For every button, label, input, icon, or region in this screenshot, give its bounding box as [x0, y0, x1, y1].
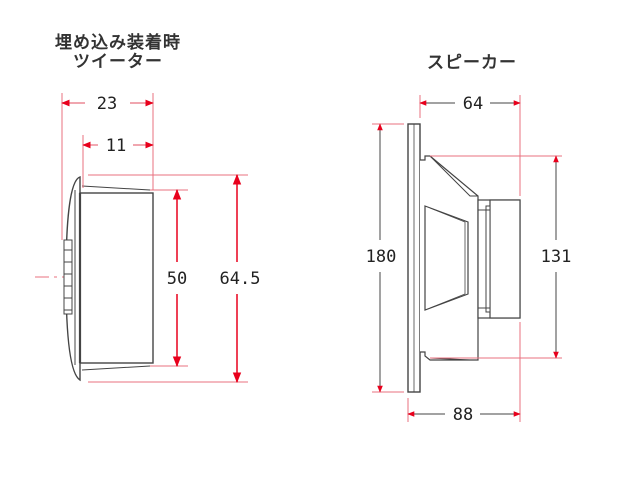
dim-speaker-top-depth: 64: [463, 94, 483, 114]
dim-speaker-height: 180: [366, 247, 397, 267]
tweeter-body: [79, 192, 154, 364]
dim-speaker-inner-height: 131: [541, 247, 572, 267]
tweeter-extension-lines: [61, 93, 248, 383]
dim-tweeter-inner-depth: 11: [106, 136, 126, 156]
dim-tweeter-depth: 23: [97, 94, 117, 114]
dim-speaker-bottom-depth: 88: [453, 405, 473, 425]
dim-tweeter-inner-height: 50: [167, 269, 187, 289]
tweeter-grille: [63, 239, 73, 315]
speaker-title: スピーカー: [427, 53, 517, 73]
tweeter-title: 埋め込み装着時 ツイーター: [18, 34, 218, 72]
tweeter-drawing: 23 11 50 64.5: [35, 93, 261, 384]
tweeter-title-line2: ツイーター: [73, 52, 163, 72]
speaker-drawing: 64 180 131 88: [366, 94, 572, 425]
speaker-cone: [424, 205, 469, 311]
dim-tweeter-outer-height: 64.5: [220, 269, 261, 289]
tweeter-title-line1: 埋め込み装着時: [55, 33, 181, 53]
